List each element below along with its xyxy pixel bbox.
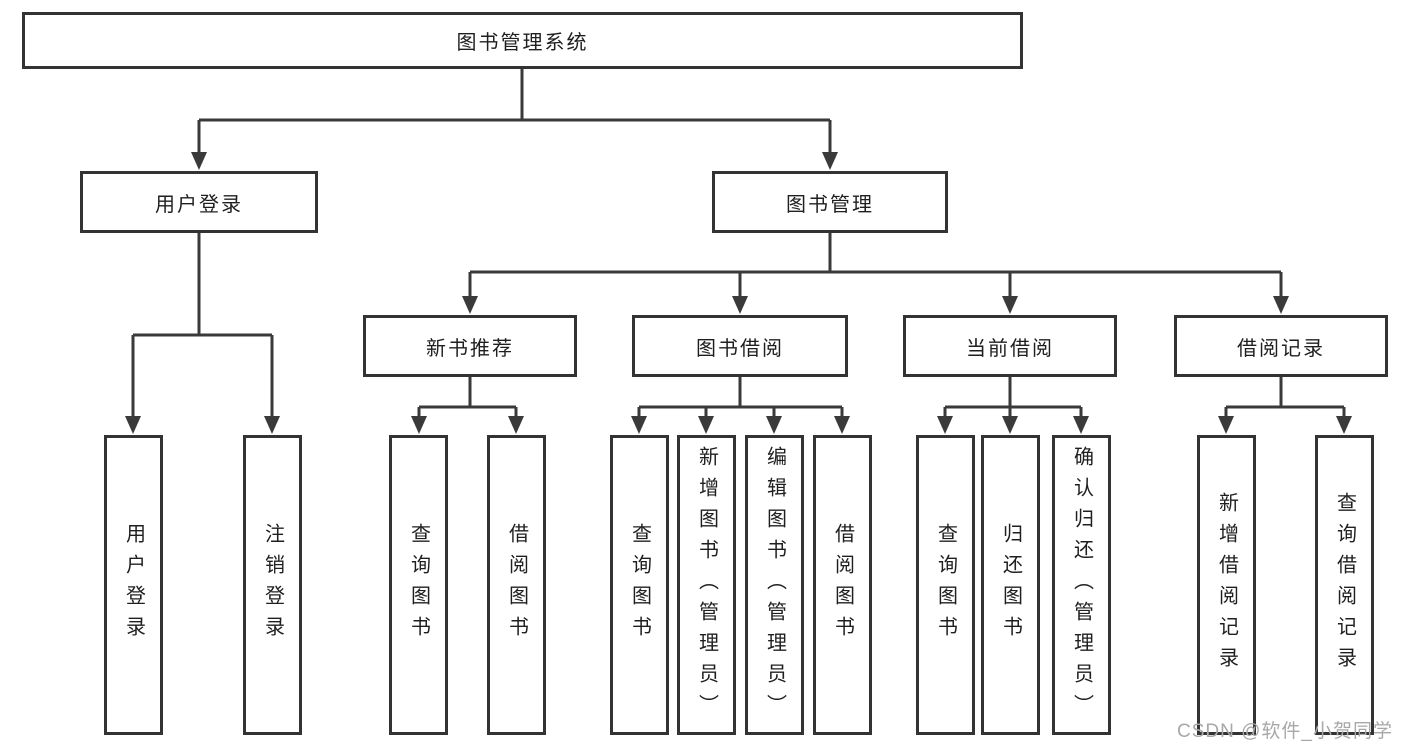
leaf-label: 查询图书 xyxy=(407,523,430,647)
arrowhead-icon xyxy=(698,416,714,434)
leaf-label: 新增图书（管理员） xyxy=(695,445,718,725)
arrowhead-icon xyxy=(125,416,141,434)
connector-currentborrow-to-leaves xyxy=(943,377,1083,418)
connector-newbooks-to-leaves xyxy=(417,377,518,418)
node-root-library-system: 图书管理系统 xyxy=(22,12,1023,69)
connector-paths xyxy=(131,68,1346,418)
leaf-edit-books-admin: 编辑图书（管理员） xyxy=(745,435,804,735)
node-book-borrow: 图书借阅 xyxy=(632,315,848,377)
connector-borrowrecords-to-leaves xyxy=(1224,377,1346,418)
leaf-logout: 注销登录 xyxy=(243,435,302,735)
node-book-management: 图书管理 xyxy=(712,171,948,233)
leaf-label: 确认归还（管理员） xyxy=(1070,445,1093,725)
leaf-label: 查询图书 xyxy=(628,523,651,647)
arrowhead-icon xyxy=(732,296,748,314)
arrowhead-icon xyxy=(766,416,782,434)
leaf-query-books-3: 查询图书 xyxy=(916,435,975,735)
leaf-borrow-books-1: 借阅图书 xyxy=(487,435,546,735)
arrowhead-icon xyxy=(834,416,850,434)
csdn-watermark: CSDN @软件_小贺同学 xyxy=(1177,721,1393,742)
leaf-borrow-books-2: 借阅图书 xyxy=(813,435,872,735)
arrowhead-icon xyxy=(462,296,478,314)
leaf-label: 借阅图书 xyxy=(831,523,854,647)
arrowhead-icon xyxy=(822,152,838,170)
connector-userlogin-to-leaves xyxy=(131,233,274,418)
leaf-query-borrow-record: 查询借阅记录 xyxy=(1315,435,1374,735)
arrowhead-icon xyxy=(1002,416,1018,434)
arrowhead-icon xyxy=(1218,416,1234,434)
leaf-label: 编辑图书（管理员） xyxy=(763,445,786,725)
leaf-label: 用户登录 xyxy=(122,523,145,647)
leaf-query-books-2: 查询图书 xyxy=(610,435,669,735)
leaf-label: 查询图书 xyxy=(934,523,957,647)
leaf-confirm-return-admin: 确认归还（管理员） xyxy=(1052,435,1111,735)
arrowhead-icon xyxy=(264,416,280,434)
node-current-borrow: 当前借阅 xyxy=(903,315,1117,377)
arrowhead-icon xyxy=(191,152,207,170)
arrowhead-icon xyxy=(1002,296,1018,314)
arrowhead-icon xyxy=(508,416,524,434)
arrowhead-icon xyxy=(631,416,647,434)
leaf-add-borrow-record: 新增借阅记录 xyxy=(1197,435,1256,735)
leaf-query-books-1: 查询图书 xyxy=(389,435,448,735)
leaf-label: 查询借阅记录 xyxy=(1333,492,1356,678)
arrowhead-icon xyxy=(411,416,427,434)
arrowhead-icon xyxy=(1073,416,1089,434)
leaf-label: 借阅图书 xyxy=(505,523,528,647)
node-new-book-recommend: 新书推荐 xyxy=(363,315,577,377)
leaf-return-books: 归还图书 xyxy=(981,435,1040,735)
leaf-label: 归还图书 xyxy=(999,523,1022,647)
connector-root-to-level2 xyxy=(197,68,832,154)
connector-bookmgmt-to-level3 xyxy=(468,233,1283,298)
leaf-add-books-admin: 新增图书（管理员） xyxy=(677,435,736,735)
leaf-label: 注销登录 xyxy=(261,523,284,647)
node-user-login: 用户登录 xyxy=(80,171,318,233)
connector-bookborrow-to-leaves xyxy=(637,377,844,418)
arrowhead-icon xyxy=(1336,416,1352,434)
leaf-user-login: 用户登录 xyxy=(104,435,163,735)
arrowhead-icons xyxy=(125,152,1352,434)
arrowhead-icon xyxy=(937,416,953,434)
arrowhead-icon xyxy=(1273,296,1289,314)
leaf-label: 新增借阅记录 xyxy=(1215,492,1238,678)
node-borrow-records: 借阅记录 xyxy=(1174,315,1388,377)
